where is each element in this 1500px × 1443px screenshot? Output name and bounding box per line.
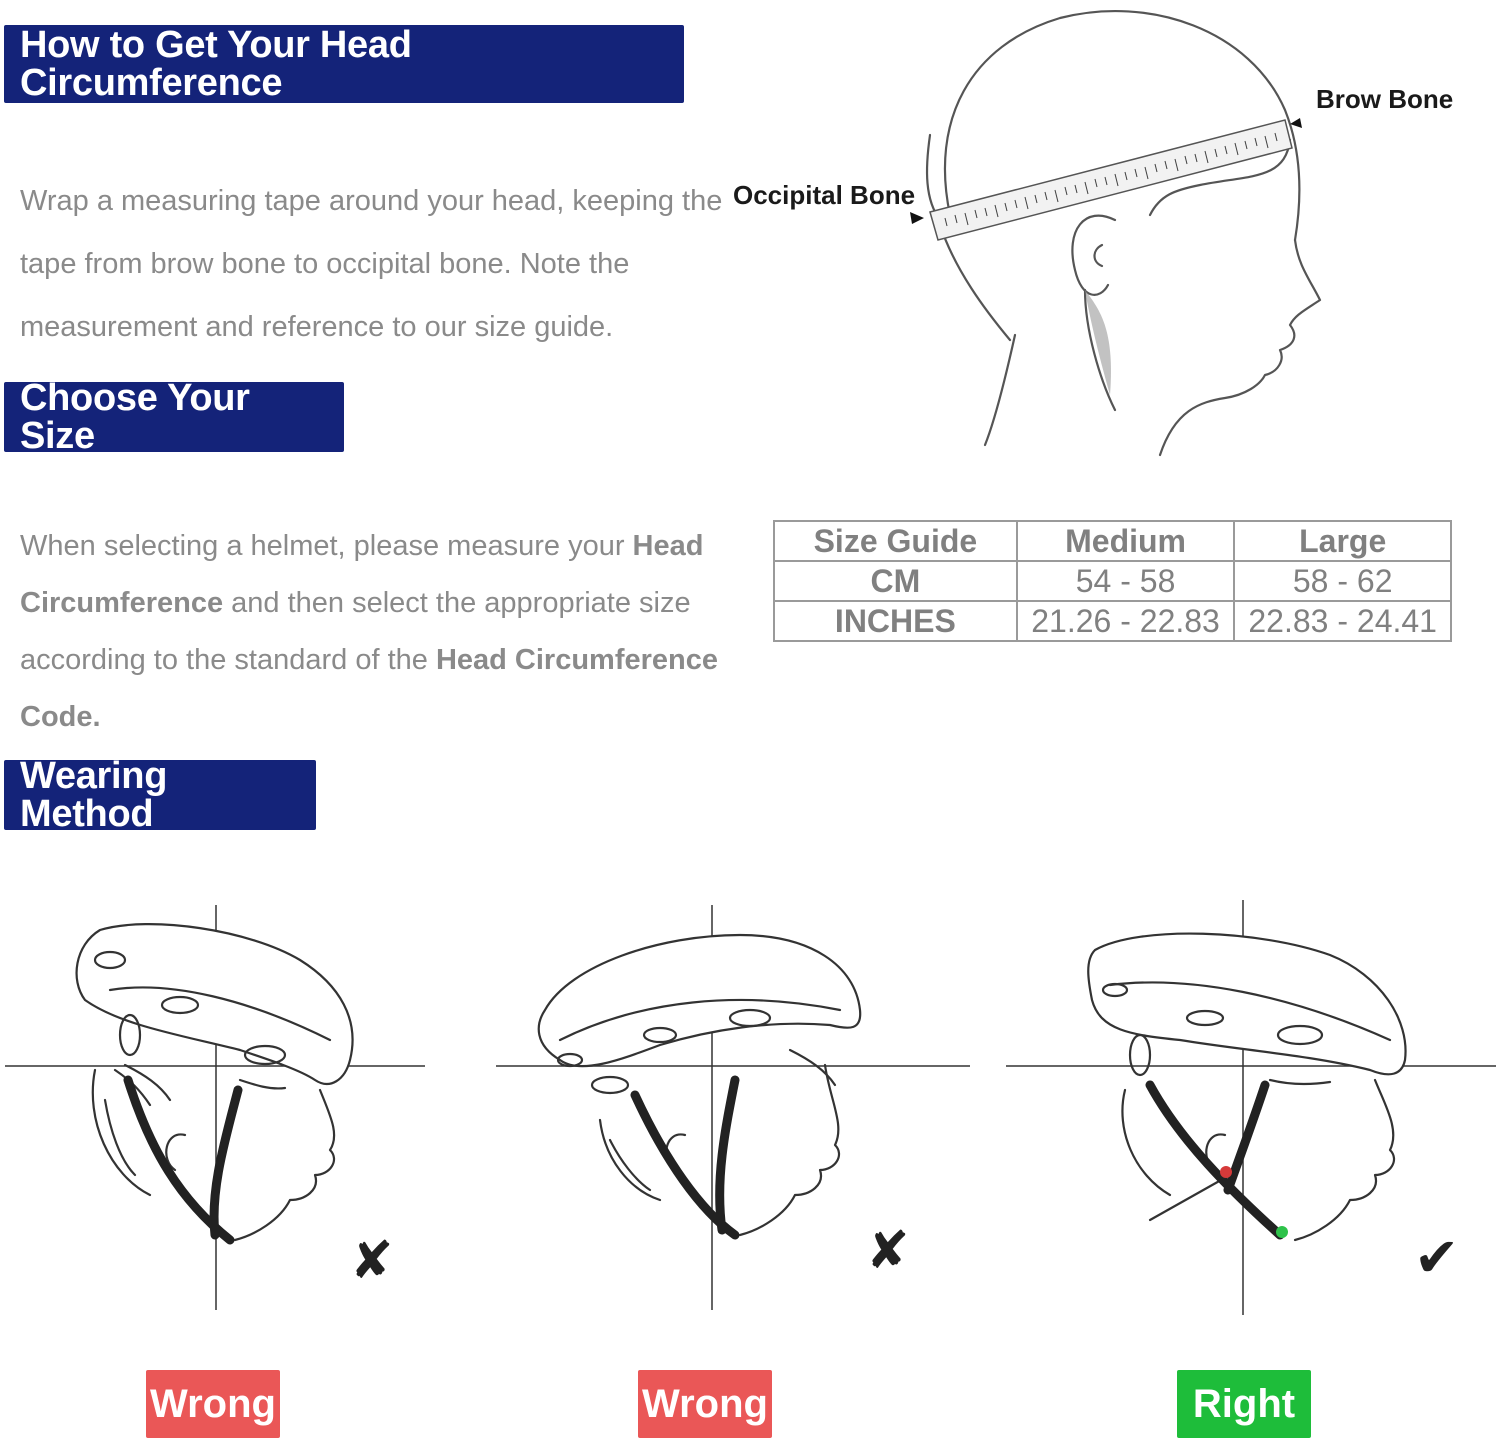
table-cell: 22.83 - 24.41 bbox=[1233, 600, 1452, 642]
section-title-wearing: Wearing Method bbox=[4, 757, 316, 833]
svg-text:✘: ✘ bbox=[350, 1231, 394, 1291]
table-cell: INCHES bbox=[773, 600, 1018, 642]
right-badge: Right bbox=[1177, 1370, 1311, 1438]
table-row: CM 54 - 58 58 - 62 bbox=[773, 560, 1452, 602]
table-header-row: Size Guide Medium Large bbox=[773, 520, 1452, 562]
cross-mark-icon: ✘ bbox=[866, 1221, 910, 1281]
table-cell: CM bbox=[773, 560, 1018, 602]
chin-position-icon bbox=[1276, 1226, 1288, 1238]
size-text-1: When selecting a helmet, please measure … bbox=[20, 530, 633, 562]
helmet-too-low-illustration: ✘ bbox=[496, 905, 970, 1310]
strap-buckle-icon bbox=[1220, 1166, 1232, 1178]
table-header-cell: Size Guide bbox=[773, 520, 1018, 562]
measuring-tape bbox=[929, 119, 1293, 241]
occipital-arrow-icon bbox=[910, 212, 924, 224]
wrong-badge: Wrong bbox=[146, 1370, 280, 1438]
table-cell: 54 - 58 bbox=[1015, 560, 1236, 602]
measure-instructions: Wrap a measuring tape around your head, … bbox=[20, 185, 723, 343]
table-header-cell: Large bbox=[1233, 520, 1452, 562]
section-title-size: Choose Your Size bbox=[4, 379, 344, 455]
svg-text:✔: ✔ bbox=[1414, 1226, 1459, 1289]
size-instructions: When selecting a helmet, please measure … bbox=[20, 518, 720, 746]
check-mark-icon: ✔ bbox=[1414, 1226, 1459, 1289]
table-header-cell: Medium bbox=[1015, 520, 1236, 562]
svg-text:✘: ✘ bbox=[866, 1221, 910, 1281]
table-cell: 58 - 62 bbox=[1233, 560, 1452, 602]
size-guide-table: Size Guide Medium Large CM 54 - 58 58 - … bbox=[773, 520, 1452, 642]
head-measurement-illustration bbox=[910, 10, 1322, 457]
section-title-measure: How to Get Your Head Circumference bbox=[4, 25, 684, 103]
helmet-correct-illustration: ✔ bbox=[1006, 900, 1496, 1315]
wrong-badge: Wrong bbox=[638, 1370, 772, 1438]
cross-mark-icon: ✘ bbox=[350, 1231, 394, 1291]
size-text-bold-1: Head Circumference bbox=[20, 530, 704, 619]
table-row: INCHES 21.26 - 22.83 22.83 - 24.41 bbox=[773, 600, 1452, 642]
occipital-bone-label: Occipital Bone bbox=[733, 180, 916, 210]
brow-arrow-icon bbox=[1290, 118, 1302, 128]
brow-bone-label: Brow Bone bbox=[1316, 84, 1454, 114]
table-cell: 21.26 - 22.83 bbox=[1015, 600, 1236, 642]
helmet-tilted-back-illustration: ✘ bbox=[5, 905, 425, 1310]
size-text-bold-2: Head Circumference Code. bbox=[20, 644, 719, 733]
size-text-2: and then select the appropriate size acc… bbox=[20, 587, 691, 676]
